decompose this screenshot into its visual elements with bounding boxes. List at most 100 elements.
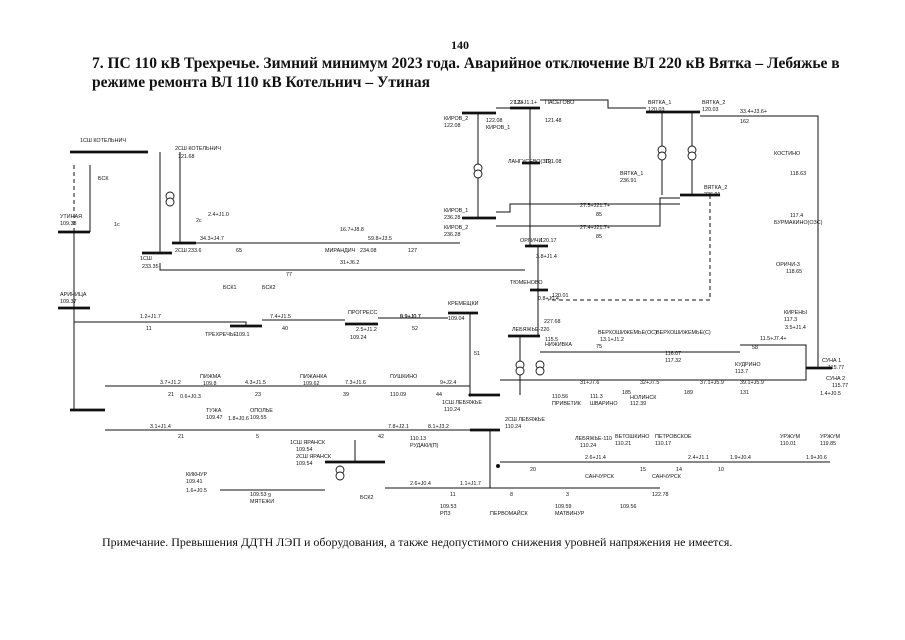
line-number: 40: [282, 326, 288, 332]
bus-value: 109.54: [296, 447, 313, 453]
bus-value: 110.56: [552, 394, 568, 400]
bus-value: 117.32: [665, 358, 681, 364]
page-number: 140: [451, 38, 469, 52]
bus-value: 115.77: [832, 383, 848, 389]
bus-label: УРЖУМ: [820, 434, 840, 440]
bus-value: 118.65: [786, 269, 802, 275]
bus-label: 1СШ ЛЕБЯЖЬЕ: [442, 400, 482, 406]
bus-label: ВЯТКА_2: [702, 100, 725, 106]
equipment-label: БСК2: [262, 285, 276, 291]
node-dot: [536, 288, 540, 292]
flow-label: 8.1+J3.2: [428, 424, 449, 430]
transformer-lebyazhe-2: [535, 360, 545, 376]
bus-label: ШВАРИНО: [590, 401, 618, 407]
bus-value: 109.56: [620, 504, 637, 510]
flow-label: 27.4+J21.7+: [580, 225, 610, 231]
bus-label: ПЕТРОВСКОЕ: [655, 434, 692, 440]
flow-label: 16.7+J8.8: [340, 227, 364, 233]
equipment-label: 1с: [114, 222, 120, 228]
bus-label: СУНА 1: [822, 358, 841, 364]
bus-label: ВЯТКА_2: [704, 185, 727, 191]
bus-label: УРЖУМ: [780, 434, 800, 440]
bus-value: 227.68: [544, 319, 561, 325]
flow-label: 0.8+J0.4: [538, 296, 559, 302]
equipment-label: БСК2: [360, 495, 374, 501]
bus-value: 109.38: [60, 221, 77, 227]
bus-value: 109.41: [186, 479, 203, 485]
line-verh-suna: [740, 344, 807, 368]
line-vyatka-lebyazhe-off: [548, 195, 711, 301]
bus-value: 115.77: [828, 365, 844, 371]
bus-value: 109.24: [350, 335, 367, 341]
bus-label: ВЕТОШКИНО: [615, 434, 649, 440]
flow-label: 2.5+J1.2: [356, 327, 377, 333]
page-note: Примечание. Превышения ДДТН ЛЭП и оборуд…: [102, 535, 733, 549]
line-kotelnich-orlichi: [159, 263, 525, 271]
bus-value: 112.39: [630, 401, 646, 407]
flow-label: 1.9+J0.6: [806, 455, 827, 461]
bus-label: 2СШ: [175, 248, 187, 254]
flow-label: 31+J7.6: [580, 380, 599, 386]
line-number: 11: [450, 492, 456, 498]
flow-label: 31+J6.2: [340, 260, 359, 266]
flow-label: 39.1+J5.9: [740, 380, 764, 386]
bus-label: 1СШ КОТЕЛЬНИЧ: [80, 138, 126, 144]
flow-label: 1.6+J0.5: [186, 488, 207, 494]
bus-label: ЛЕБЯЖЬЕ-110: [575, 436, 612, 442]
bus-value: 119.85: [820, 441, 836, 447]
bus-label: МАТВИНУР: [555, 511, 585, 517]
bus-label: КРЕМЕЩКИ: [448, 301, 479, 307]
flow-label: 3.7+J1.2: [160, 380, 181, 386]
bus-value: 109.1: [236, 332, 250, 338]
line-number: 15: [640, 467, 646, 473]
line-number: 23: [255, 392, 261, 398]
bus-label: КИКНУР: [186, 472, 207, 478]
bus-value: 233.35: [142, 264, 159, 270]
bus-label: КОСТИНО: [774, 151, 800, 157]
bus-value: 115.5: [545, 337, 558, 343]
line-number: 75: [596, 344, 602, 350]
line-number: 5: [256, 434, 259, 440]
bus-value: 109.53: [440, 504, 457, 510]
bus-label: РП3: [440, 511, 450, 517]
flow-label: 6.9+J0.7: [400, 314, 421, 320]
flow-label: 1.4+J0.5: [820, 391, 841, 397]
bus-value: 120.03: [702, 107, 719, 113]
transformer-kirov: [473, 163, 483, 179]
line-number: 10: [718, 467, 724, 473]
bus-value: 236.28: [444, 232, 461, 238]
line-shvarino-suna: [770, 368, 807, 381]
flow-label: 34.3+J4.7: [200, 236, 224, 242]
bus-label: КУДРИНО: [735, 362, 761, 368]
line-number: 58: [752, 345, 758, 351]
bus-label: ОПОЛЬЕ: [250, 408, 273, 414]
bus-value: 109.59: [555, 504, 572, 510]
flow-label: 2.6+J1.4: [585, 455, 606, 461]
flow-label: 9+J2.4: [440, 380, 456, 386]
flow-label: 1.9+J0.4: [730, 455, 751, 461]
transformer-vyatka-2: [687, 145, 697, 161]
transformer-vyatka-1: [657, 145, 667, 161]
bus-label: УТИНАЯ: [60, 214, 82, 220]
bus-label: АРИНИЦА: [60, 292, 87, 298]
flow-label: 3.8+J1.4: [536, 254, 557, 260]
transformer-yaransk: [335, 465, 345, 481]
bus-value: 121.48: [545, 118, 562, 124]
bus-value: 120.17: [540, 238, 557, 244]
bus-value: 122.08: [486, 118, 503, 124]
line-number: 185: [622, 390, 631, 396]
flow-label: 4.3+J1.5: [245, 380, 266, 386]
bus-value: 110.24: [444, 407, 460, 413]
flow-label: 1.2+J1.7: [140, 314, 161, 320]
bus-value: 109.62: [303, 381, 320, 387]
transformer-kotelnich: [165, 191, 175, 207]
line-number: 189: [684, 390, 693, 396]
line-vyatka-kostino: [700, 115, 819, 368]
line-kirov220-vyatka2: [496, 197, 680, 227]
bus-value: 122.08: [444, 123, 461, 129]
flow-label: 3.1+J1.4: [150, 424, 171, 430]
node-dot: [468, 393, 472, 397]
line-number: 162: [740, 119, 749, 125]
bus-label: ПРИВЕТИК: [552, 401, 582, 407]
